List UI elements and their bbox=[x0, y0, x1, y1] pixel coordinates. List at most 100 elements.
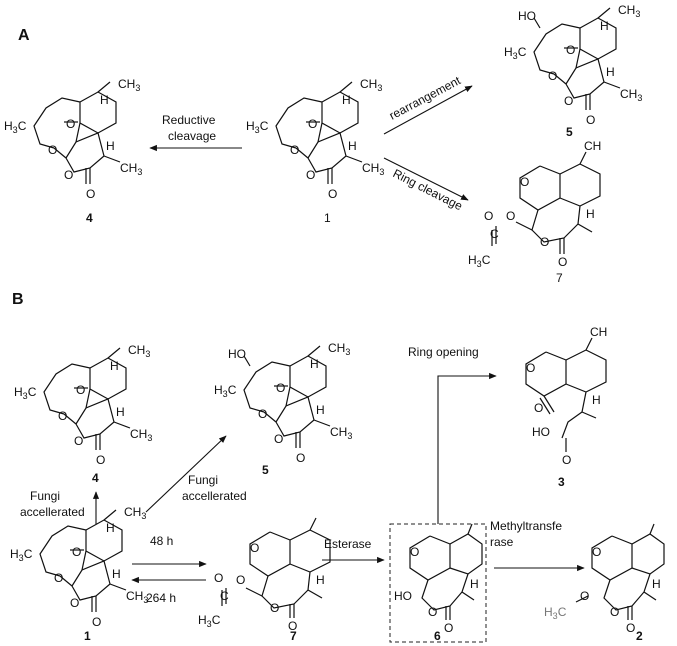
svg-text:H: H bbox=[586, 207, 595, 221]
svg-text:H: H bbox=[112, 567, 121, 581]
svg-text:O: O bbox=[444, 621, 453, 635]
svg-text:CH3: CH3 bbox=[620, 87, 642, 103]
svg-text:O: O bbox=[580, 589, 589, 603]
svg-text:O: O bbox=[592, 545, 601, 559]
svg-text:H: H bbox=[116, 405, 125, 419]
svg-text:CH3: CH3 bbox=[330, 425, 352, 441]
fungi-right-line1: Fungi bbox=[188, 473, 218, 487]
compound-label-4-b: 4 bbox=[92, 471, 99, 485]
compound-label-1-top: 1 bbox=[324, 211, 331, 225]
ring-opening-arrow bbox=[437, 372, 497, 524]
svg-text:H: H bbox=[106, 139, 115, 153]
svg-text:O: O bbox=[520, 175, 529, 189]
svg-text:O: O bbox=[566, 43, 575, 57]
atom-h: H bbox=[100, 93, 109, 107]
fungi-right-line2: accellerated bbox=[182, 489, 247, 503]
compound-label-7-top: 7 bbox=[556, 271, 563, 285]
svg-text:H: H bbox=[316, 573, 325, 587]
svg-text:H: H bbox=[600, 19, 609, 33]
svg-text:HO: HO bbox=[532, 425, 550, 439]
svg-text:H3C: H3C bbox=[504, 45, 527, 61]
svg-text:O: O bbox=[270, 601, 279, 615]
svg-text:O: O bbox=[70, 596, 79, 610]
structure-5-top: HO H CH3 H3C O O O O H CH3 bbox=[504, 3, 642, 127]
svg-text:CH3: CH3 bbox=[618, 3, 640, 19]
ring-cleavage-arrow bbox=[383, 157, 469, 201]
svg-text:O: O bbox=[296, 451, 305, 465]
svg-text:CH3: CH3 bbox=[328, 341, 350, 357]
svg-text:CH3: CH3 bbox=[362, 161, 384, 177]
panel-label-a: A bbox=[18, 27, 30, 44]
svg-text:HO: HO bbox=[518, 9, 536, 23]
svg-text:CH: CH bbox=[590, 325, 607, 339]
structure-4-top: H CH3 H3C O O O O H CH3 bbox=[4, 77, 142, 201]
svg-text:CH3: CH3 bbox=[130, 427, 152, 443]
svg-text:O: O bbox=[562, 453, 571, 467]
svg-text:H: H bbox=[110, 359, 119, 373]
svg-text:CH3: CH3 bbox=[118, 77, 140, 93]
svg-text:O: O bbox=[484, 209, 493, 223]
structure-1-b: H CH3 H3C O O O O H CH3 bbox=[10, 505, 148, 629]
svg-text:O: O bbox=[274, 432, 283, 446]
structure-7-top: CH O O O C H3C O O H bbox=[468, 139, 601, 269]
svg-text:O: O bbox=[58, 409, 67, 423]
compound-label-4-top: 4 bbox=[86, 211, 93, 225]
svg-text:O: O bbox=[548, 69, 557, 83]
svg-text:O: O bbox=[54, 571, 63, 585]
structure-6-b: O HO O O H bbox=[394, 523, 483, 635]
svg-text:O: O bbox=[74, 434, 83, 448]
svg-text:O: O bbox=[328, 187, 337, 201]
svg-text:H: H bbox=[470, 577, 479, 591]
svg-text:O: O bbox=[72, 545, 81, 559]
rearrangement-arrow bbox=[383, 85, 473, 135]
fungi-diagonal-arrow bbox=[145, 435, 227, 513]
methyl-label-line2: rase bbox=[490, 535, 514, 549]
svg-text:O: O bbox=[76, 383, 85, 397]
svg-text:H: H bbox=[316, 403, 325, 417]
esterase-label: Esterase bbox=[324, 537, 372, 551]
svg-text:O: O bbox=[558, 255, 567, 269]
compound-6-highlight-box bbox=[389, 523, 487, 643]
rearrangement-label: rearrangement bbox=[387, 73, 464, 123]
svg-text:C: C bbox=[220, 589, 229, 603]
svg-text:O: O bbox=[586, 113, 595, 127]
svg-text:O: O bbox=[534, 401, 543, 415]
svg-text:CH3: CH3 bbox=[120, 161, 142, 177]
reductive-label-line2: cleavage bbox=[168, 129, 216, 143]
svg-text:H: H bbox=[348, 139, 357, 153]
structure-4-b: H CH3 H3C O O O O H CH3 bbox=[14, 343, 152, 467]
svg-text:H3C: H3C bbox=[214, 383, 237, 399]
structure-3-b: CH O O HO O H bbox=[525, 325, 607, 467]
svg-text:C: C bbox=[490, 227, 499, 241]
svg-text:H3C: H3C bbox=[468, 253, 491, 269]
svg-text:O: O bbox=[92, 615, 101, 629]
svg-text:H3C: H3C bbox=[544, 605, 567, 621]
svg-text:CH: CH bbox=[584, 139, 601, 153]
svg-text:O: O bbox=[258, 407, 267, 421]
compound-label-1-b: 1 bbox=[84, 629, 91, 643]
svg-text:O: O bbox=[526, 361, 535, 375]
compound-label-5-top: 5 bbox=[566, 125, 573, 139]
compound-label-2-b: 2 bbox=[636, 629, 643, 643]
svg-text:HO: HO bbox=[228, 347, 246, 361]
svg-text:CH3: CH3 bbox=[124, 505, 146, 521]
svg-text:O: O bbox=[250, 541, 259, 555]
ring-cleavage-label: Ring cleavage bbox=[391, 166, 465, 213]
svg-text:O: O bbox=[290, 143, 299, 157]
svg-text:H: H bbox=[652, 577, 661, 591]
compound-label-7-b: 7 bbox=[290, 629, 297, 643]
svg-text:H3C: H3C bbox=[10, 547, 33, 563]
svg-text:CH3: CH3 bbox=[128, 343, 150, 359]
svg-text:H: H bbox=[342, 93, 351, 107]
svg-text:O: O bbox=[540, 235, 549, 249]
svg-text:O: O bbox=[564, 94, 573, 108]
ring-opening-label: Ring opening bbox=[408, 345, 479, 359]
svg-text:O: O bbox=[626, 621, 635, 635]
svg-text:O: O bbox=[86, 187, 95, 201]
svg-text:H: H bbox=[106, 521, 115, 535]
svg-text:O: O bbox=[610, 605, 619, 619]
svg-text:O: O bbox=[428, 605, 437, 619]
svg-text:O: O bbox=[48, 143, 57, 157]
svg-text:CH3: CH3 bbox=[360, 77, 382, 93]
